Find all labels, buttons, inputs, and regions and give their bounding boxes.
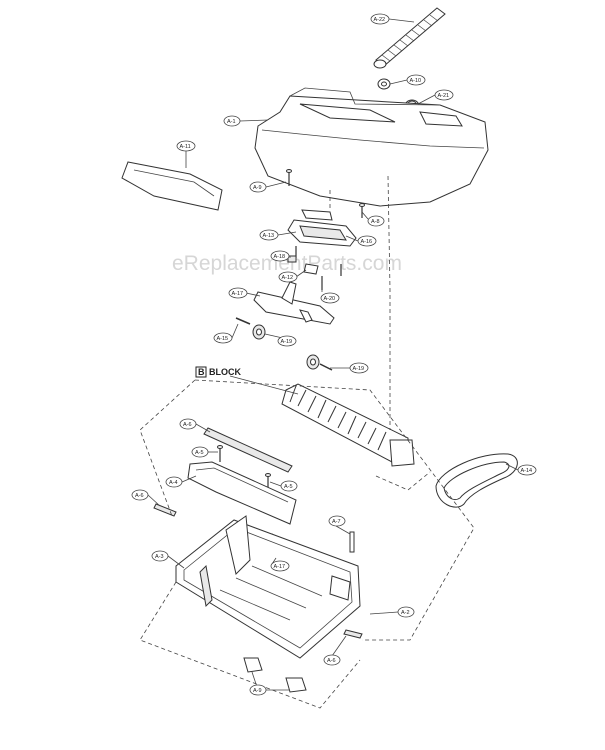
callout-a13: A-13 — [259, 229, 279, 241]
callout-a20: A-20 — [320, 292, 340, 304]
small-strip-part — [153, 503, 177, 517]
block-label: B BLOCK — [195, 366, 299, 395]
svg-text:A-6: A-6 — [183, 422, 192, 428]
svg-text:A-12: A-12 — [282, 275, 294, 281]
small-strip-part-2 — [343, 629, 363, 639]
svg-text:A-13: A-13 — [263, 233, 275, 239]
svg-text:A-11: A-11 — [180, 144, 191, 150]
callout-a10: A-10 — [406, 74, 426, 86]
callout-a6-c: A-6 — [323, 654, 341, 666]
callout-a18: A-18 — [270, 250, 290, 262]
svg-text:A-8: A-8 — [371, 219, 380, 225]
top-housing-part — [254, 87, 489, 207]
connector-part — [377, 78, 391, 90]
svg-text:A-3: A-3 — [155, 554, 164, 560]
callout-a7: A-7 — [328, 515, 346, 527]
callout-a19-a: A-19 — [277, 335, 297, 347]
callout-a17: A-17 — [228, 287, 248, 299]
watermark: eReplacementParts.com — [172, 252, 402, 275]
callout-a16: A-16 — [357, 235, 377, 247]
svg-text:A-6: A-6 — [135, 493, 144, 499]
pin-part — [235, 317, 251, 325]
callout-a12: A-12 — [278, 271, 298, 283]
svg-text:A-10: A-10 — [410, 78, 422, 84]
svg-text:A-2: A-2 — [401, 610, 410, 616]
callout-a14: A-14 — [517, 464, 537, 476]
svg-text:A-1: A-1 — [227, 119, 236, 125]
svg-text:A-4: A-4 — [169, 480, 178, 486]
callout-a2: A-2 — [397, 606, 415, 618]
leader-lines — [147, 18, 519, 691]
svg-text:A-6: A-6 — [327, 658, 336, 664]
svg-text:A-18: A-18 — [274, 254, 286, 260]
rail-part — [253, 281, 335, 325]
callout-a5-b: A-5 — [280, 480, 298, 492]
block-text: BLOCK — [209, 367, 241, 377]
bumper-strip-part — [121, 161, 223, 211]
foot-part — [243, 657, 307, 693]
svg-text:A-21: A-21 — [438, 93, 450, 99]
callout-a17-b: A-17 — [270, 560, 290, 572]
svg-text:A-9: A-9 — [253, 185, 262, 191]
svg-text:A-9: A-9 — [253, 688, 262, 694]
callout-a1: A-1 — [223, 115, 241, 127]
svg-text:A-14: A-14 — [521, 468, 533, 474]
svg-text:A-22: A-22 — [374, 17, 386, 23]
callout-a9-top: A-9 — [249, 181, 267, 193]
callout-a3: A-3 — [151, 550, 169, 562]
svg-text:A-17: A-17 — [274, 564, 286, 570]
svg-text:A-7: A-7 — [332, 519, 341, 525]
hose-part — [373, 7, 446, 69]
callout-a22: A-22 — [370, 13, 390, 25]
svg-text:A-19: A-19 — [281, 339, 293, 345]
svg-text:A-16: A-16 — [361, 239, 373, 245]
base-plate-part — [175, 515, 361, 659]
brush-roll-part — [281, 383, 415, 467]
block-box-letter: B — [198, 367, 205, 377]
guide-lines — [139, 175, 475, 709]
callout-a19-b: A-19 — [349, 362, 369, 374]
bracket-part — [287, 209, 357, 247]
callout-a8: A-8 — [367, 215, 385, 227]
belt-part — [435, 453, 518, 508]
deflector-plate-part — [187, 461, 297, 525]
svg-text:A-17: A-17 — [232, 291, 244, 297]
strip-part — [203, 427, 293, 473]
callout-a15: A-15 — [213, 332, 233, 344]
bearing-part — [252, 324, 333, 371]
callout-a6-a: A-6 — [179, 418, 197, 430]
callout-a5-a: A-5 — [191, 446, 209, 458]
svg-text:A-15: A-15 — [217, 336, 229, 342]
callout-a21: A-21 — [434, 89, 454, 101]
svg-text:A-5: A-5 — [284, 484, 293, 490]
callouts: A-22 A-10 A-21 A-1 A-11 A-9 A-8 A-13 A-1… — [131, 13, 537, 696]
svg-text:A-20: A-20 — [324, 296, 336, 302]
callout-a6-b: A-6 — [131, 489, 149, 501]
callout-a11: A-11 — [176, 140, 196, 152]
svg-text:A-5: A-5 — [195, 450, 204, 456]
spring-part — [349, 531, 355, 553]
callout-a4: A-4 — [165, 476, 183, 488]
callout-a9-bottom: A-9 — [249, 684, 267, 696]
svg-text:A-19: A-19 — [353, 366, 365, 372]
